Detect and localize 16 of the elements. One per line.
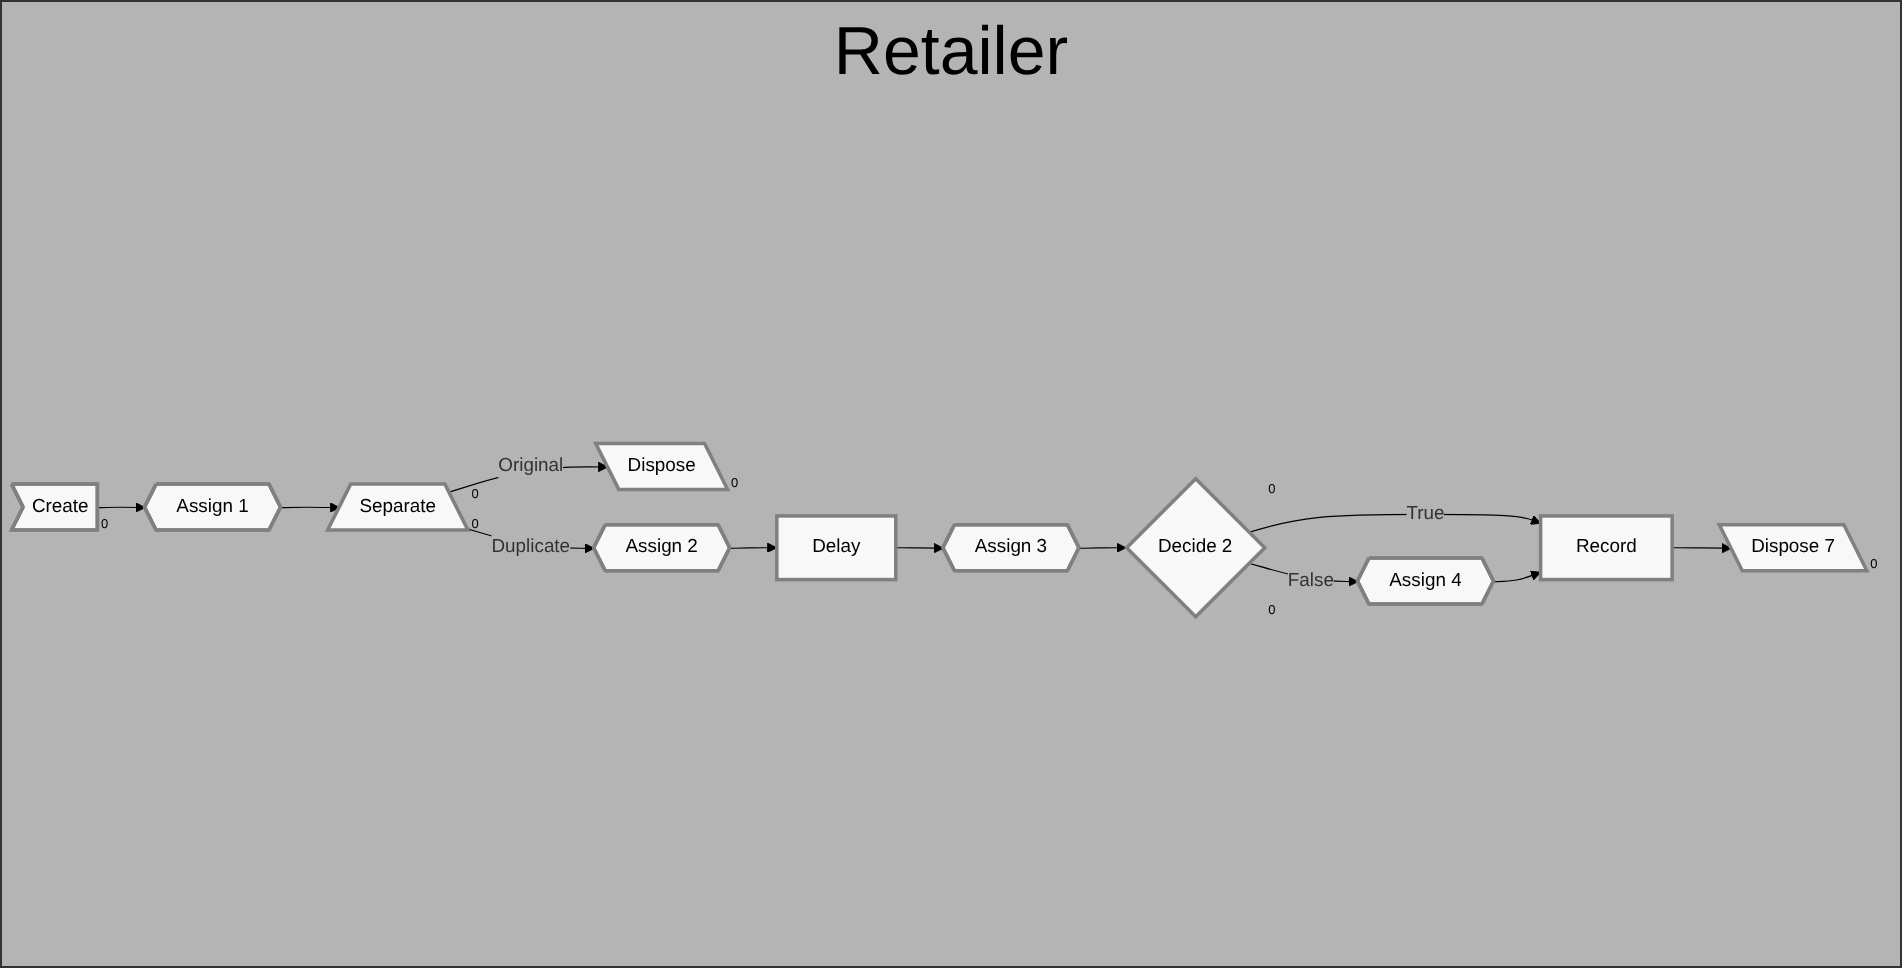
arrow: [1078, 543, 1127, 554]
edge-label: Original: [498, 456, 564, 477]
arrow: [1248, 514, 1542, 534]
arrow: [1671, 543, 1732, 555]
arrow: [97, 503, 146, 514]
node-diamond: Decide 2: [1124, 477, 1268, 621]
arrow: [895, 543, 944, 555]
diagram-title: Retailer: [833, 14, 1069, 92]
edge-label: True: [1406, 504, 1445, 525]
arrow: [729, 543, 778, 554]
node-box: Delay: [775, 515, 898, 583]
node-box: Record: [1538, 515, 1674, 583]
arrow: [1493, 571, 1542, 584]
edge-label: Duplicate: [491, 538, 571, 559]
edge-label: False: [1287, 571, 1334, 592]
arrow: [280, 503, 341, 514]
